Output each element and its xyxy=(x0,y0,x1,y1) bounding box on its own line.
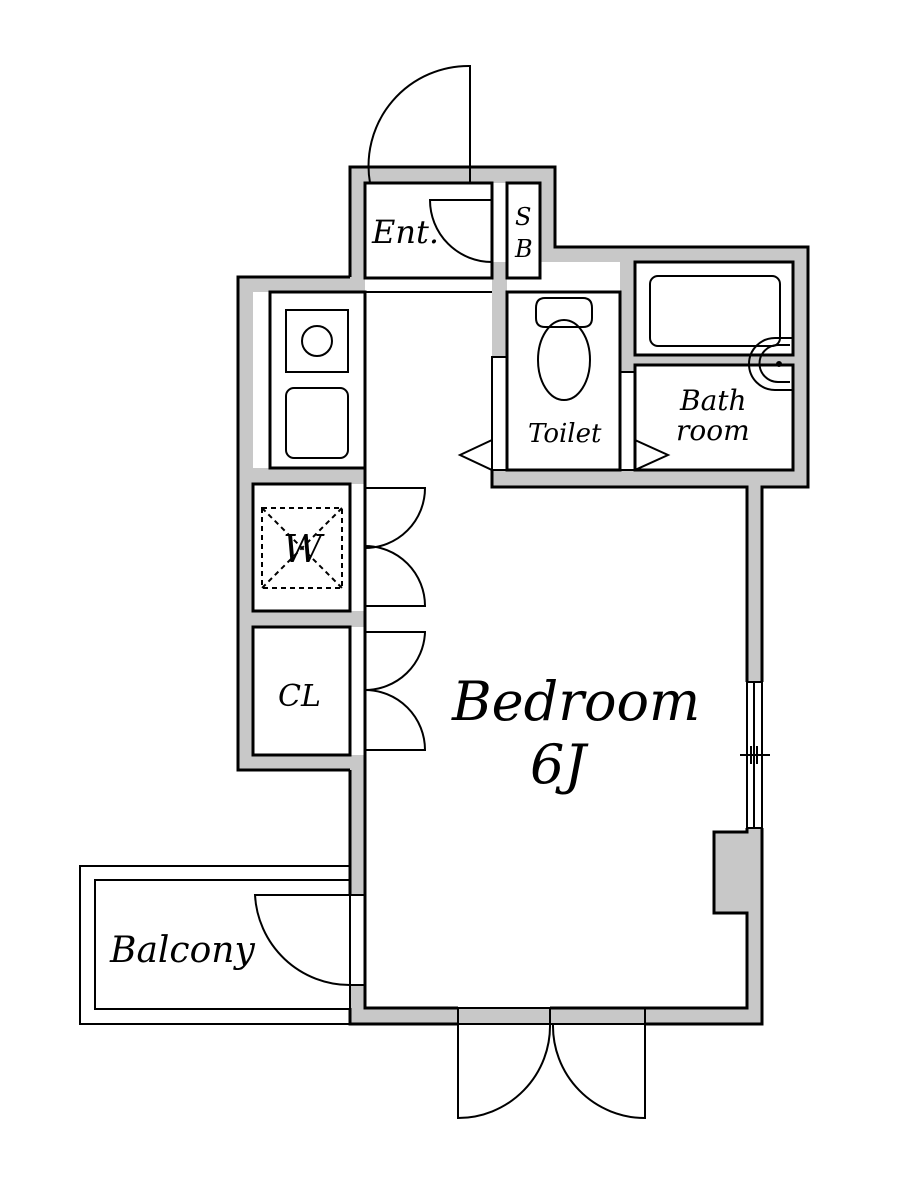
shoe-box-label-1: S xyxy=(515,203,531,231)
bottom-door-left[interactable] xyxy=(457,1023,552,1120)
toilet-room: Toilet xyxy=(457,290,636,472)
washer-label: W xyxy=(283,527,325,571)
sink-icon xyxy=(748,337,793,391)
toilet-door-arrow-icon xyxy=(457,438,493,472)
kitchen xyxy=(268,290,367,470)
washer-door-lower[interactable] xyxy=(364,545,427,607)
closet-door-upper[interactable] xyxy=(364,631,427,691)
stove-icon xyxy=(285,309,349,373)
bottom-doors xyxy=(457,1007,646,1120)
washer-icon xyxy=(261,507,343,589)
washer-door-upper[interactable] xyxy=(364,487,427,549)
bathtub-icon xyxy=(649,275,781,347)
bathroom: Bath room xyxy=(633,260,795,472)
kitchen-sink-icon xyxy=(285,387,349,459)
balcony: Balcony xyxy=(79,865,366,1025)
balcony-door[interactable] xyxy=(253,894,351,987)
washer-area: W xyxy=(251,482,427,613)
bath-label-1: Bath xyxy=(679,384,747,417)
bottom-door-right[interactable] xyxy=(551,1023,646,1120)
shoe-box-label-2: B xyxy=(514,235,533,263)
closet: CL xyxy=(251,625,427,757)
bedroom-size: 6J xyxy=(530,733,589,796)
bedroom-label: Bedroom xyxy=(451,670,700,733)
entrance-label: Ent. xyxy=(371,213,439,251)
toilet-bowl-icon xyxy=(537,319,591,401)
bath-label-2: room xyxy=(676,414,750,447)
bedroom-window xyxy=(740,681,770,829)
entrance-area: Ent. xyxy=(363,64,494,293)
burner-icon xyxy=(301,325,333,357)
front-door[interactable] xyxy=(367,64,471,184)
closet-label: CL xyxy=(278,679,321,714)
toilet-label: Toilet xyxy=(528,419,602,449)
entrance-door[interactable] xyxy=(428,199,493,263)
bath-door-arrow-icon xyxy=(634,438,671,472)
toilet-tank-icon xyxy=(535,297,593,328)
walls xyxy=(238,167,808,1024)
closet-door-lower[interactable] xyxy=(364,689,427,751)
balcony-label: Balcony xyxy=(109,930,255,971)
shoe-box: S B xyxy=(505,181,542,280)
